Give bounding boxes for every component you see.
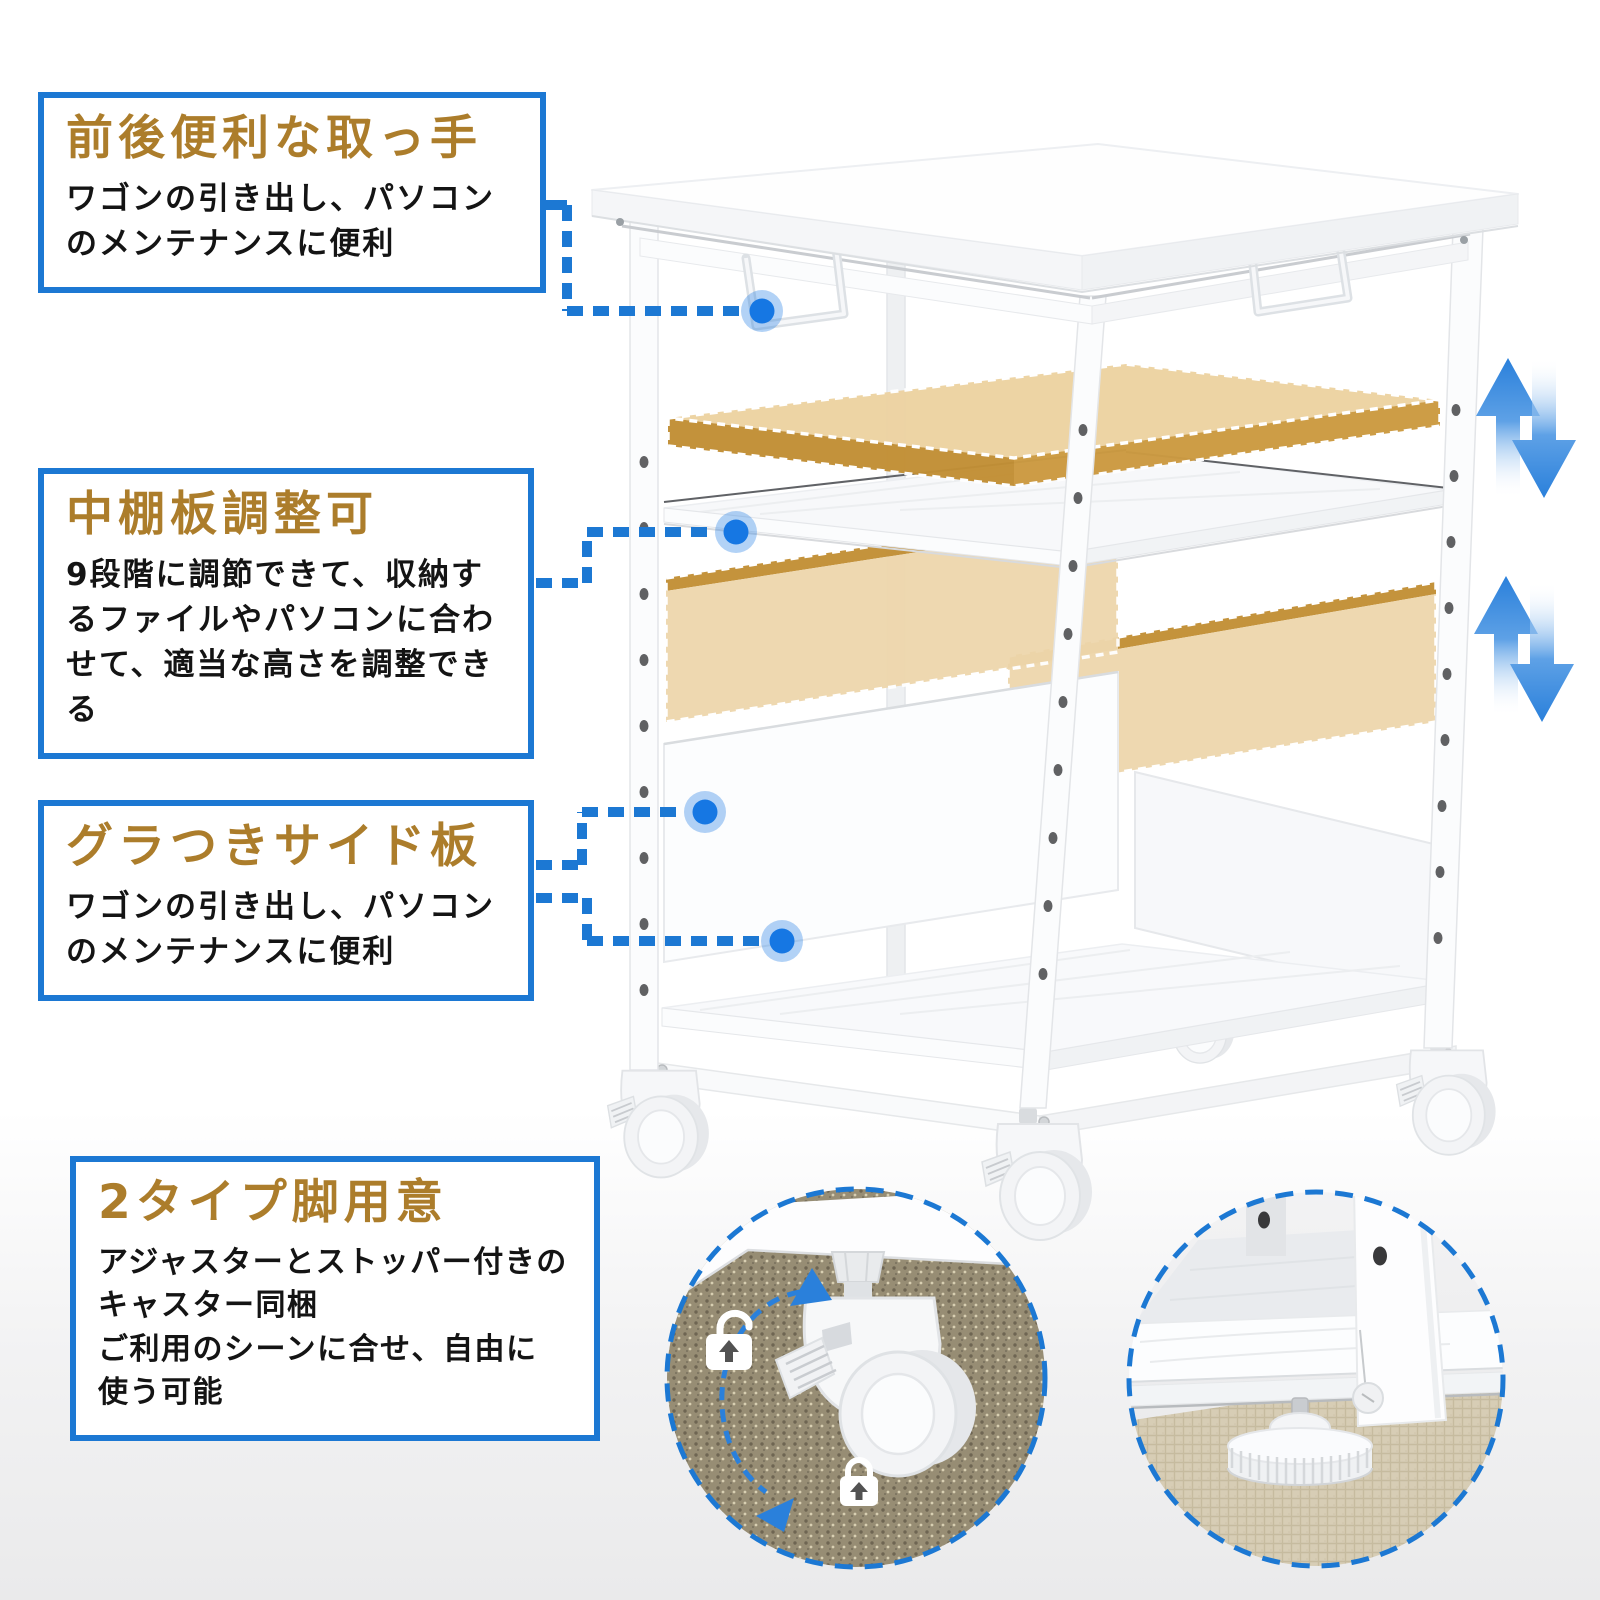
callout-title: 2タイプ脚用意 [98,1175,448,1230]
callout-title: 中棚板調整可 [66,487,378,542]
callout-body: ワゴンの引き出し、パソコン のメンテナンスに便利 [66,888,495,970]
callout-leg-types: 2タイプ脚用意 アジャスターとストッパー付きの キャスター同梱 ご利用のシーンに… [70,1156,600,1441]
callout-dot-4 [761,920,803,962]
adjustable-shelf-ghost [666,362,1442,488]
legs [629,213,1484,1109]
callout-connector-3 [536,807,684,870]
shelf-adjust-holes [639,404,1461,996]
detail-circle-border [1126,1189,1506,1569]
detail-circle-caster [664,1186,1048,1570]
detail-circle-border [664,1186,1048,1570]
callout-dots [684,290,803,962]
callout-body: アジャスターとストッパー付きの キャスター同梱 ご利用のシーンに合せ、自由に 使… [98,1244,568,1411]
detail-circle-adjuster [1126,1189,1506,1569]
down-arrow-icon [1512,358,1576,498]
middle-shelf [663,449,1449,570]
bottom-shelf [649,943,1457,1137]
cart-illustration [591,143,1519,1241]
lock-icon [840,1457,878,1506]
callout-dot-3 [684,791,726,833]
callout-connector-2 [536,527,714,588]
callout-dot-2 [715,511,757,553]
height-adjust-arrows-upper [1476,358,1576,498]
callout-body: ワゴンの引き出し、パソコン のメンテナンスに便利 [66,180,495,262]
down-arrow-icon [1510,582,1574,722]
callout-title: 前後便利な取っ手 [66,111,482,166]
up-arrow-icon [1474,576,1538,716]
height-adjust-arrows-lower [1474,576,1574,722]
brake-lever [774,1336,836,1400]
callout-middle-shelf: 中棚板調整可 9段階に調節できて、収納す るファイルやパソコンに合わ せて、適当… [38,468,534,759]
adjuster-foot [1227,1397,1373,1486]
unlock-icon [706,1309,753,1370]
cart-top [591,143,1519,331]
callout-body: 9段階に調節できて、収納す るファイルやパソコンに合わ せて、適当な高さを調整で… [66,556,495,728]
callout-connector-4 [536,893,760,946]
callout-handles: 前後便利な取っ手 ワゴンの引き出し、パソコン のメンテナンスに便利 [38,92,546,293]
up-arrow-icon [1476,358,1540,498]
callout-title: グラつきサイド板 [66,819,482,874]
callout-dot-1 [741,290,783,332]
cart-corner-detail [1129,1192,1503,1428]
rotation-arc [719,1289,801,1495]
side-panel-left [663,670,1119,964]
callout-side-panel: グラつきサイド板 ワゴンの引き出し、パソコン のメンテナンスに便利 [38,800,534,1001]
caster-detail [774,1251,976,1478]
callout-connectors [536,200,760,946]
